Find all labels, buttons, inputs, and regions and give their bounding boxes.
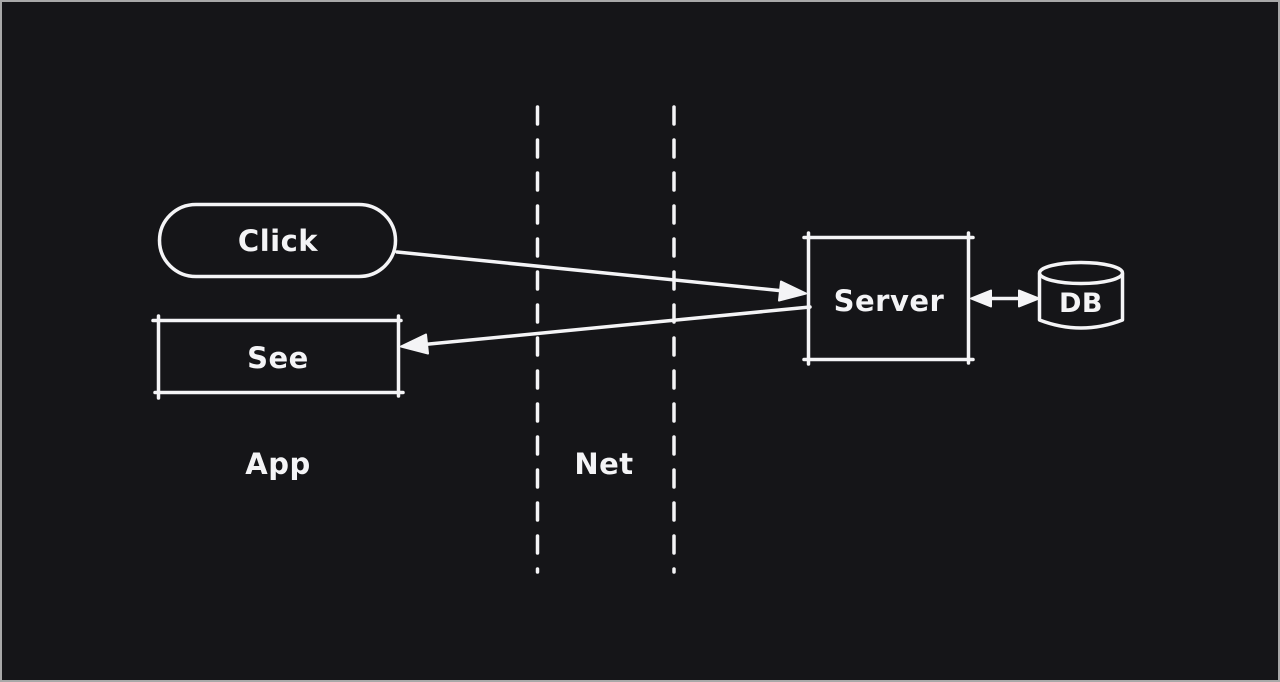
arrow-server-to-see[interactable] [400,305,812,355]
db-node-label: DB [1059,288,1103,319]
db-node[interactable]: DB [1037,260,1125,330]
see-node[interactable]: See [151,314,405,400]
arrow-click-to-server[interactable] [395,250,807,302]
net-zone-label[interactable]: Net [574,447,633,481]
see-node-label: See [247,341,309,375]
arrowhead-right-icon [1018,289,1040,308]
database-cylinder-icon [1037,260,1125,330]
app-zone-label[interactable]: App [245,447,310,481]
pill-shape [157,202,398,279]
server-node-label: Server [834,284,945,318]
arrow-line [422,305,812,347]
click-node-label: Click [238,224,318,258]
server-node[interactable]: Server [802,231,975,366]
arrow-server-db-bidirectional[interactable] [970,289,1040,308]
rectangle-shape [151,314,405,400]
arrow-line [395,250,786,293]
arrowhead-left-icon [400,333,429,355]
arrowhead-left-icon [970,289,992,308]
click-node[interactable]: Click [157,202,398,279]
rectangle-shape [802,231,975,366]
arrowhead-right-icon [778,280,807,302]
